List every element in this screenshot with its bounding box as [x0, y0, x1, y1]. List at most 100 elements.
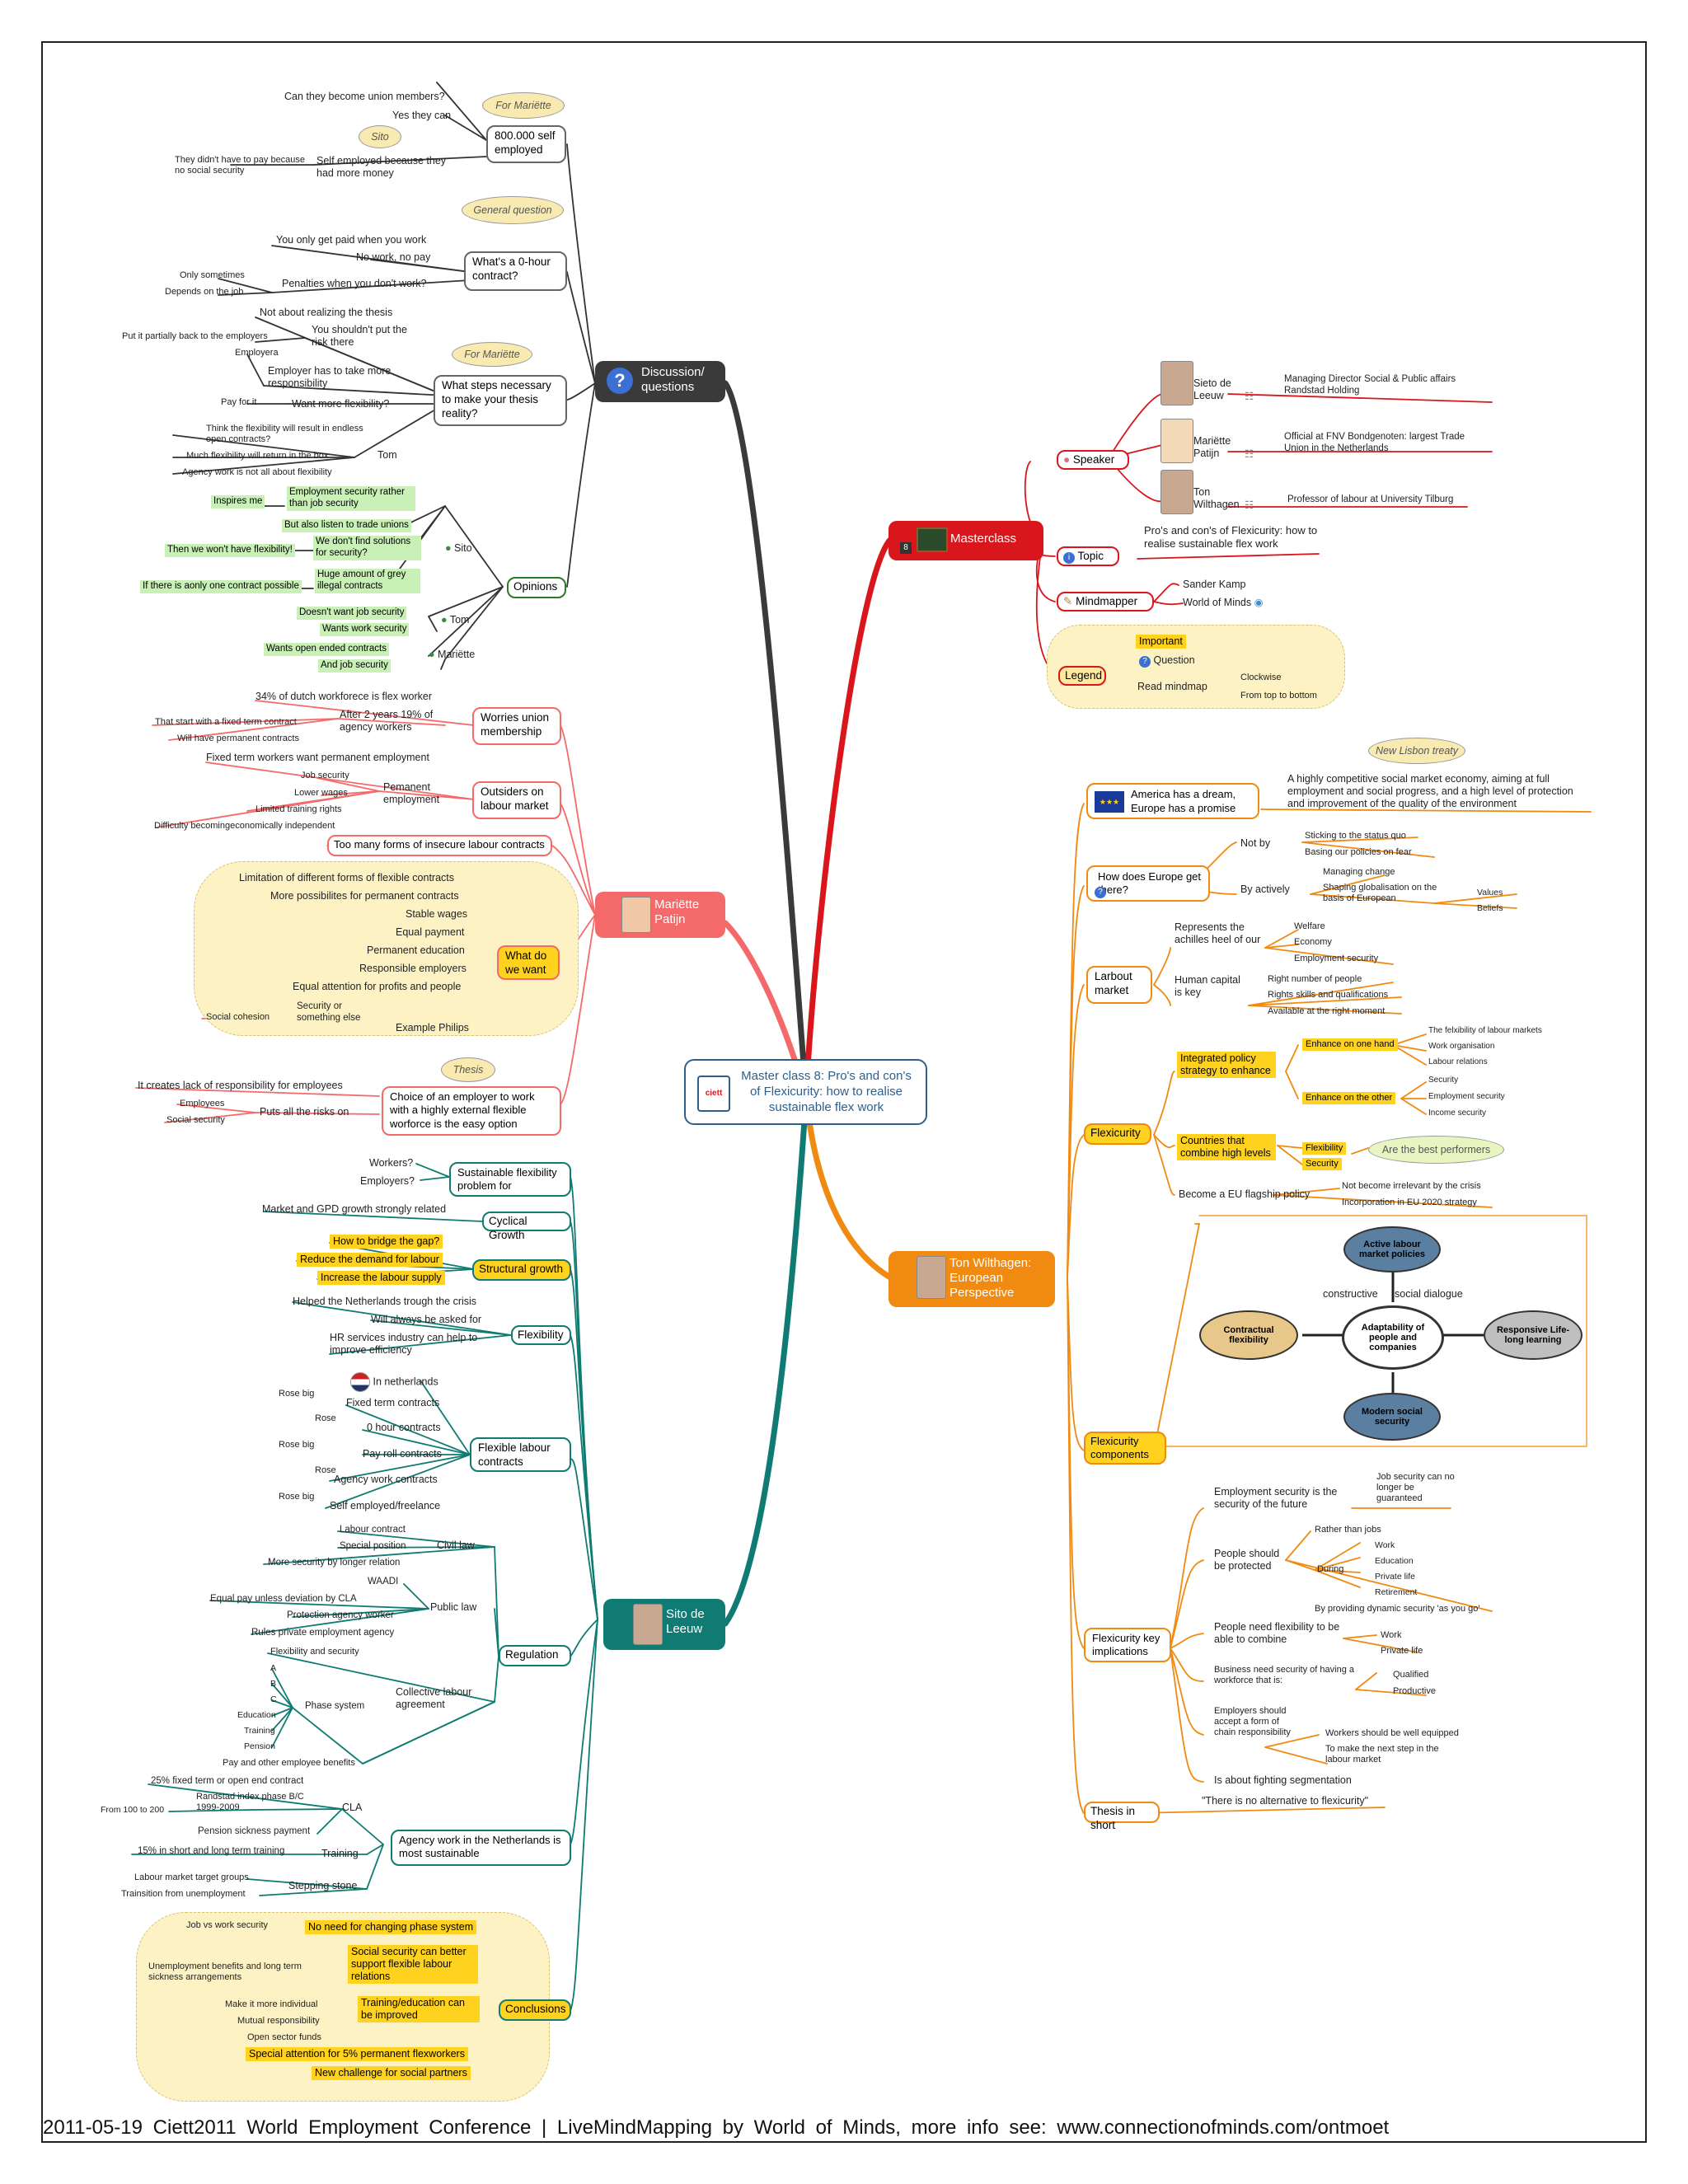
legend-question: ? Question — [1139, 654, 1195, 668]
branch-text: "There is no alternative to flexicurity" — [1202, 1795, 1369, 1807]
america-node[interactable]: ★★★ America has a dream, Europe has a pr… — [1086, 783, 1259, 819]
speaker-description: Official at FNV Bondgenoten: largest Tra… — [1284, 432, 1465, 453]
branch-highlight: New challenge for social partners — [312, 2066, 471, 2080]
branch-highlight: Social security can better support flexi… — [348, 1945, 478, 1984]
branch-text: Sticking to the status quo — [1305, 831, 1406, 841]
ton-node[interactable]: Ton Wilthagen: European Perspective — [889, 1251, 1055, 1307]
answer-text: Only sometimes — [180, 270, 245, 280]
speaker-description: Professor of labour at University Tilbur… — [1287, 494, 1454, 504]
too-many-node[interactable]: Too many forms of insecure labour contra… — [327, 835, 552, 856]
contract-type: Fixed term contracts — [346, 1397, 440, 1408]
footer-caption: 2011-05-19 Ciett2011 World Employment Co… — [43, 2116, 1390, 2139]
answer-text: Pay for it — [221, 397, 257, 407]
branch-text: Equal pay unless deviation by CLA — [210, 1594, 357, 1604]
opinion-note: Inspires me — [211, 495, 265, 509]
legend-read: Read mindmap — [1137, 681, 1207, 692]
answer-text: No work, no pay — [356, 251, 431, 263]
branch-text: Pension sickness payment — [198, 1826, 311, 1836]
branch-text: Business need security of having a workf… — [1214, 1665, 1354, 1686]
want-item: Equal payment — [396, 926, 465, 938]
branch-text: Limited training rights — [256, 804, 342, 814]
worries-node[interactable]: Worries union membership — [472, 707, 561, 745]
mariette-node[interactable]: Mariëtte Patijn — [595, 892, 725, 938]
answer-text: You shouldn't put the risk there — [312, 324, 407, 348]
branch-text: People need flexibility to be able to co… — [1214, 1621, 1340, 1645]
branch-text: Job security — [301, 771, 349, 780]
legend-read-item: From top to bottom — [1240, 691, 1317, 701]
branch-text: Special position — [340, 1541, 406, 1551]
branch-text: Workers? — [369, 1157, 414, 1169]
note-icon: ☷ — [1245, 448, 1254, 460]
note-bubble: For Mariëtte — [452, 342, 532, 367]
opinion-text: Wants work security — [320, 623, 410, 636]
mindmapper-node[interactable]: ✎ Mindmapper — [1057, 592, 1154, 612]
sito-node[interactable]: Sito de Leeuw — [603, 1599, 725, 1650]
branch-text: Employment security — [1294, 954, 1379, 963]
steps-node[interactable]: What steps necessary to make your thesis… — [434, 375, 567, 426]
branch-text: Productive — [1393, 1686, 1436, 1696]
flexicurity-node[interactable]: Flexicurity — [1084, 1123, 1151, 1145]
branch-text: A highly competitive social market econo… — [1287, 773, 1573, 809]
flexible-contracts-node[interactable]: Flexible labour contracts — [470, 1437, 571, 1472]
discussion-node[interactable]: ? Discussion/ questions — [595, 361, 725, 402]
answer-text: Agency work is not all about flexibility — [182, 467, 332, 477]
labour-market-node[interactable]: Larbout market — [1086, 966, 1152, 1004]
branch-highlight: Increase the labour supply — [317, 1271, 445, 1285]
branch-text: Security — [1428, 1076, 1459, 1085]
conclusions-node[interactable]: Conclusions — [499, 1999, 571, 2021]
branch-text: Social cohesion — [206, 1012, 270, 1022]
branch-text: Employers should accept a form of chain … — [1214, 1706, 1291, 1738]
how-node[interactable]: How does Europe get there? ? — [1086, 865, 1210, 902]
person-icon: ● — [441, 614, 448, 626]
opinions-node[interactable]: Opinions — [507, 577, 566, 598]
branch-text: Lower wages — [294, 788, 348, 798]
implications-node[interactable]: Flexicurity key implications — [1084, 1628, 1171, 1662]
answer-text: Not about realizing the thesis — [260, 307, 393, 318]
phase-item: Education — [237, 1710, 276, 1720]
branch-text: Collective labour agreement — [396, 1686, 472, 1710]
branch-text: Education — [1375, 1556, 1414, 1566]
thesis-node[interactable]: Thesis in short — [1084, 1802, 1160, 1831]
answer-text: Penalties when you don't work? — [282, 278, 427, 289]
branch-text: Stepping stone — [288, 1880, 358, 1891]
structural-node[interactable]: Structural growth — [472, 1259, 571, 1281]
outsiders-node[interactable]: Outsiders on labour market — [472, 781, 561, 819]
question-text: Can they become union members? — [284, 91, 445, 102]
speaker-name: Sieto de Leeuw — [1193, 377, 1231, 401]
agency-node[interactable]: Agency work in the Netherlands is most s… — [391, 1830, 571, 1866]
masterclass-node[interactable]: 8 Masterclass — [889, 521, 1043, 560]
zero-hour-node[interactable]: What's a 0-hour contract? — [464, 251, 567, 291]
answer-text: Much flexibility will return in the box — [186, 451, 329, 461]
question-icon: ? — [607, 368, 633, 394]
components-node[interactable]: Flexicurity components — [1084, 1432, 1166, 1465]
avatar — [621, 897, 651, 933]
branch-text: Security or something else — [297, 1001, 361, 1023]
central-topic[interactable]: ciett Master class 8: Pro's and con's of… — [684, 1059, 927, 1125]
branch-text: By providing dynamic security 'as you go… — [1315, 1604, 1480, 1614]
topic-node[interactable]: i Topic — [1057, 546, 1119, 566]
contract-trend: Rose — [315, 1465, 336, 1475]
branch-text: World of Minds ◉ — [1183, 597, 1264, 608]
branch-text: Represents the achilles heel of our — [1175, 921, 1261, 945]
sustainable-node[interactable]: Sustainable flexibility problem for — [449, 1162, 571, 1197]
opinion-text: We don't find solutions for security? — [313, 536, 421, 560]
note-bubble: Are the best performers — [1368, 1136, 1504, 1164]
speaker-node[interactable]: ● Speaker — [1057, 450, 1129, 470]
regulation-node[interactable]: Regulation — [499, 1645, 571, 1666]
legend-node[interactable]: Legend — [1058, 666, 1106, 686]
branch-highlight: Integrated policy strategy to enhance — [1177, 1052, 1276, 1078]
self-employed-node[interactable]: 800.000 self employed — [486, 125, 566, 163]
component-contractual: Contractual flexibility — [1199, 1310, 1298, 1360]
choice-node[interactable]: Choice of an employer to work with a hig… — [382, 1086, 561, 1136]
flexibility-node[interactable]: Flexibility — [511, 1325, 571, 1345]
what-we-want-node[interactable]: What do we want — [497, 945, 560, 980]
cyclical-node[interactable]: Cyclical Growth — [482, 1212, 571, 1241]
masterclass-badge: 8 — [900, 542, 912, 554]
branch-text: Pay and other employee benefits — [223, 1758, 355, 1768]
branch-text: Employers? — [360, 1175, 415, 1187]
answer-text: You only get paid when you work — [276, 234, 427, 246]
branch-text: Job security can no longer be guaranteed — [1376, 1472, 1455, 1504]
note-bubble: General question — [462, 196, 564, 224]
globe-icon: ◉ — [1254, 597, 1264, 608]
branch-text: Employment security — [1428, 1092, 1505, 1101]
